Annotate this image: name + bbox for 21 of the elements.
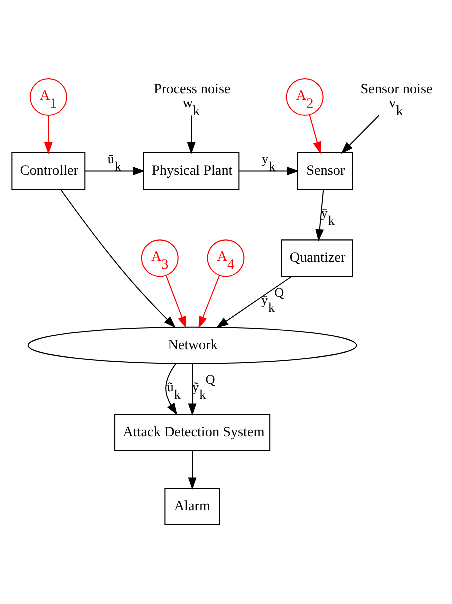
arrow (44, 116, 53, 155)
node-box: Quantizer (281, 240, 354, 278)
node-box: Physical Plant (143, 152, 240, 190)
arrow (85, 167, 146, 176)
arrow (188, 364, 197, 416)
arrow (166, 364, 178, 416)
node-ellipse: Network (28, 326, 358, 364)
arrow (341, 115, 380, 154)
arrow (239, 167, 300, 176)
arrow (309, 114, 322, 154)
arrow (188, 451, 197, 490)
arrow (187, 116, 196, 155)
arrow (216, 276, 292, 328)
node-box: Controller (12, 152, 86, 190)
arrow (60, 189, 176, 328)
arrow (166, 276, 187, 329)
arrow (316, 190, 324, 242)
arrow (198, 276, 220, 329)
node-box: Sensor (297, 152, 354, 190)
node-box: Attack Detection System (114, 414, 271, 452)
node-box: Alarm (164, 488, 220, 526)
